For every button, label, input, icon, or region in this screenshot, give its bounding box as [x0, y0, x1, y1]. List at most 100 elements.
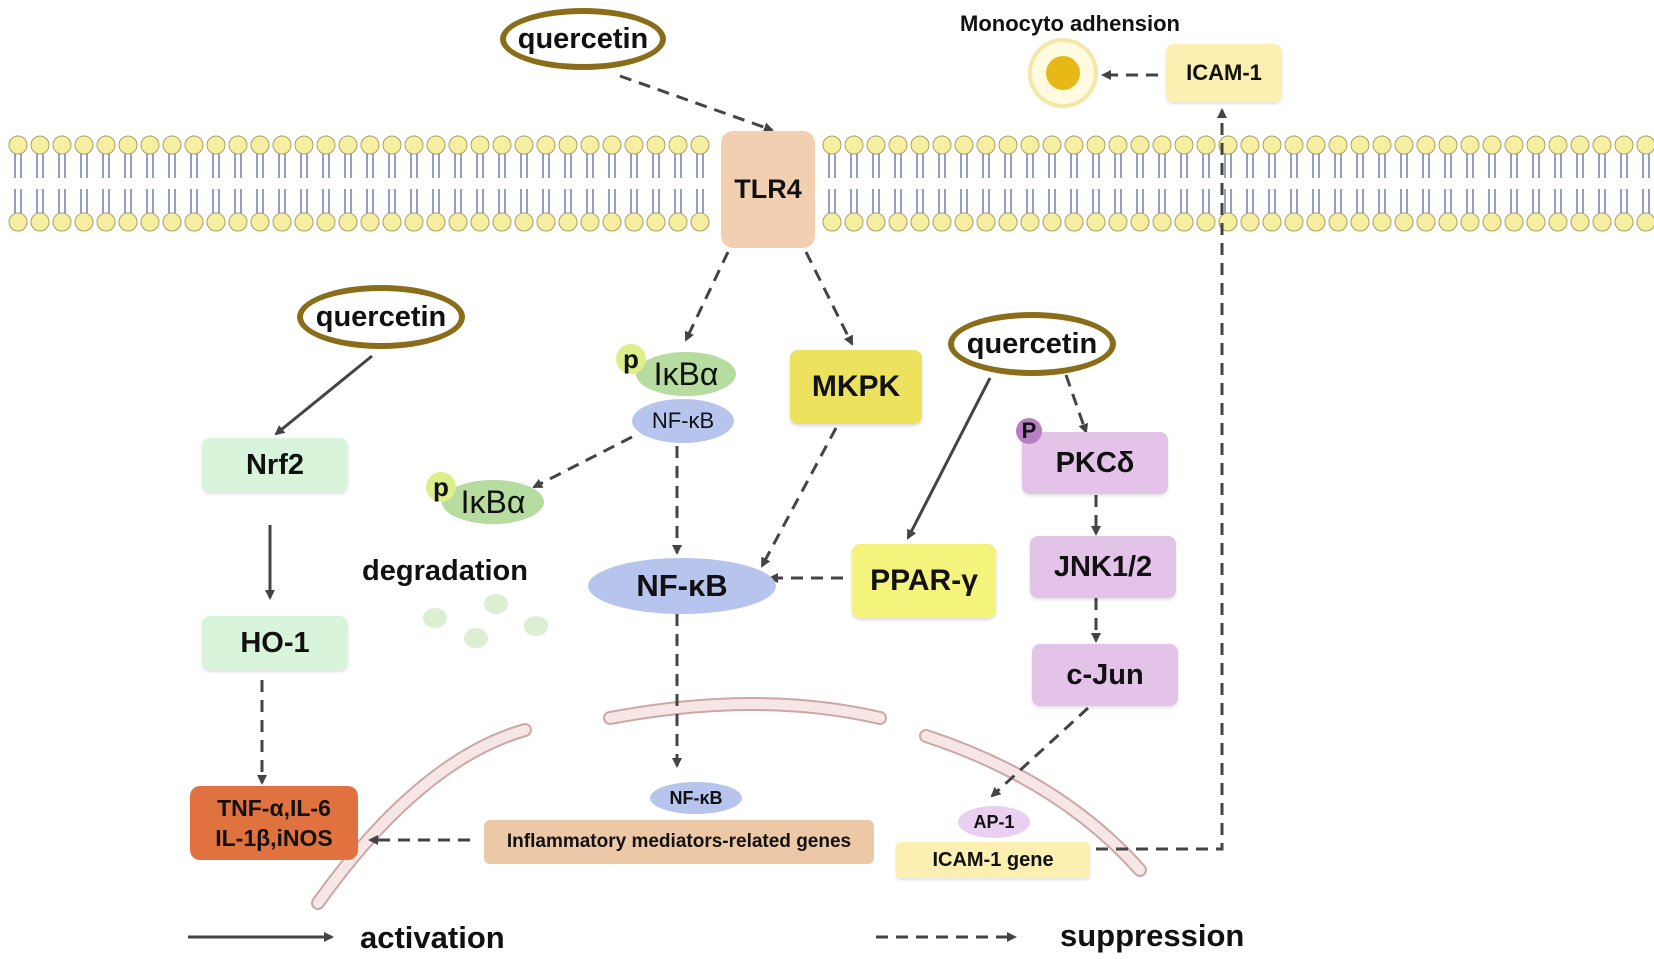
lipid-head	[118, 135, 138, 155]
lipid-head	[1394, 212, 1414, 232]
lipid-head	[250, 212, 270, 232]
lipid-head	[514, 212, 534, 232]
lipid-tails	[894, 154, 902, 213]
lipid-head	[1636, 135, 1654, 155]
quercetin-top-node: quercetin	[500, 8, 666, 70]
lipid-head	[976, 135, 996, 155]
suppression-arrows	[257, 70, 1227, 851]
phospho-badge-degraded-label: p	[433, 471, 449, 502]
lipid-tails	[1290, 154, 1298, 213]
lipid-tails	[322, 154, 330, 213]
lipid-head	[316, 135, 336, 155]
lipid-tails	[124, 154, 132, 213]
lipid-head	[624, 212, 644, 232]
lipid-head	[1086, 212, 1106, 232]
legend-suppression-text: suppression	[1060, 916, 1280, 956]
lipid-head	[1350, 135, 1370, 155]
lipid-tails	[1048, 154, 1056, 213]
lipid-head	[1350, 212, 1370, 232]
arrow-cjun-to-ap1	[990, 706, 1090, 798]
lipid-head	[1438, 212, 1458, 232]
lipid-head	[932, 212, 952, 232]
arrow-quercetin-to-tlr4	[619, 74, 774, 133]
lipid-tails	[234, 154, 242, 213]
legend-suppression-label: suppression	[1060, 918, 1245, 953]
lipid-tails	[1312, 154, 1320, 213]
lipid-head	[382, 135, 402, 155]
lipid-head	[998, 135, 1018, 155]
arrow-icam1gene-to-icam1	[1096, 108, 1227, 851]
ikba-degraded-label: IκBα	[460, 483, 526, 520]
lipid-tails	[1444, 154, 1452, 213]
lipid-tails	[1224, 154, 1232, 213]
lipid-head	[272, 135, 292, 155]
lipid-tails	[58, 154, 66, 213]
monocyte-nucleus	[1046, 56, 1080, 90]
lipid-head	[1636, 212, 1654, 232]
ikba-in-complex: IκBα	[636, 352, 736, 396]
lipid-tails	[256, 154, 264, 213]
jnk12-label: JNK1/2	[1053, 550, 1153, 583]
tlr4-label: TLR4	[734, 174, 802, 204]
lipid-head	[1240, 212, 1260, 232]
lipid-head	[1482, 135, 1502, 155]
lipid-head	[1262, 212, 1282, 232]
arrow-quercetin-to-nrf2	[274, 354, 373, 436]
lipid-head	[52, 135, 72, 155]
ppar-gamma-label: PPAR-γ	[870, 564, 978, 597]
lipid-head	[1306, 212, 1326, 232]
icam1-label: ICAM-1	[1186, 60, 1262, 85]
lipid-head	[30, 135, 50, 155]
c-jun-label: c-Jun	[1066, 658, 1144, 691]
lipid-tails	[872, 154, 880, 213]
ho1-label: HO-1	[240, 626, 310, 659]
lipid-head	[404, 135, 424, 155]
lipid-tails	[608, 154, 616, 213]
lipid-tails	[1180, 154, 1188, 213]
lipid-head	[140, 135, 160, 155]
cytokines-line2: IL-1β,iNOS	[215, 825, 333, 851]
icam1-gene-box: ICAM-1 gene	[896, 842, 1090, 878]
lipid-head	[1526, 135, 1546, 155]
lipid-head	[74, 135, 94, 155]
lipid-tails	[476, 154, 484, 213]
lipid-head	[360, 212, 380, 232]
lipid-tails	[1202, 154, 1210, 213]
activation-arrows	[265, 354, 992, 600]
lipid-head	[1592, 135, 1612, 155]
lipid-head	[30, 212, 50, 232]
lipid-head	[1526, 212, 1546, 232]
lipid-tails	[1488, 154, 1496, 213]
lipid-head	[1570, 135, 1590, 155]
nrf2-label: Nrf2	[245, 448, 304, 481]
arrow-mkpk-to-nfkb	[760, 427, 838, 568]
lipid-head	[470, 135, 490, 155]
phospho-badge-degraded: p	[426, 472, 456, 502]
lipid-head	[1130, 212, 1150, 232]
lipid-head	[690, 212, 710, 232]
phospho-badge-pkc-label: P	[1021, 418, 1037, 443]
lipid-tails	[1620, 154, 1628, 213]
lipid-head	[1306, 135, 1326, 155]
lipid-tails	[344, 154, 352, 213]
lipid-tails	[916, 154, 924, 213]
lipid-head	[1020, 135, 1040, 155]
lipid-head	[74, 212, 94, 232]
lipid-tails	[212, 154, 220, 213]
legend-activation-label: activation	[360, 920, 505, 955]
lipid-head	[1240, 135, 1260, 155]
ikba-complex-label: IκBα	[653, 355, 719, 392]
arrow-quercetin-to-ppar	[906, 377, 992, 540]
lipid-tails	[1004, 154, 1012, 213]
lipid-tails	[14, 154, 22, 213]
lipid-head	[844, 212, 864, 232]
lipid-head	[1086, 135, 1106, 155]
quercetin-left-node: quercetin	[297, 285, 465, 349]
lipid-head	[360, 135, 380, 155]
lipid-head	[932, 135, 952, 155]
inflammatory-genes-box: Inflammatory mediators-related genes	[484, 820, 874, 864]
arrow-quercetin-to-pkc	[1064, 374, 1089, 434]
lipid-head	[602, 212, 622, 232]
ap1-label: AP-1	[973, 811, 1015, 832]
lipid-tails	[1510, 154, 1518, 213]
